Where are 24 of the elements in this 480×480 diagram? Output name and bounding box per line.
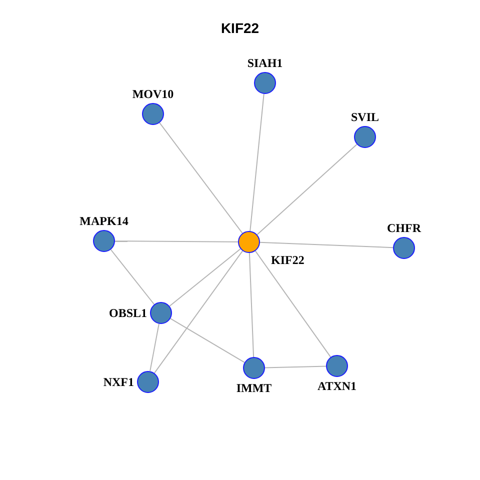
network-edge — [250, 93, 264, 232]
node-label: MOV10 — [132, 87, 174, 101]
network-edge — [110, 249, 155, 305]
node-label: IMMT — [236, 381, 272, 395]
network-edge — [264, 366, 326, 368]
network-edge — [154, 250, 244, 374]
node-label: SVIL — [351, 110, 379, 124]
network-edge — [260, 242, 394, 248]
node-label: CHFR — [387, 221, 421, 235]
network-edge — [256, 144, 358, 236]
network-edge — [114, 240, 238, 242]
network-edge — [169, 248, 241, 307]
network-edge — [254, 250, 332, 358]
node-label: OBSL1 — [108, 306, 147, 320]
node-label: MAPK14 — [80, 214, 128, 228]
network-edge — [248, 252, 254, 358]
node-label: SIAH1 — [247, 56, 283, 70]
chart-title: KIF22 — [220, 20, 260, 36]
node-label: KIF22 — [271, 253, 304, 267]
node-label: ATXN1 — [317, 379, 357, 393]
network-edge — [150, 323, 160, 372]
network-edge — [159, 122, 243, 234]
node-label: NXF1 — [103, 375, 134, 389]
network-edge — [170, 318, 246, 363]
